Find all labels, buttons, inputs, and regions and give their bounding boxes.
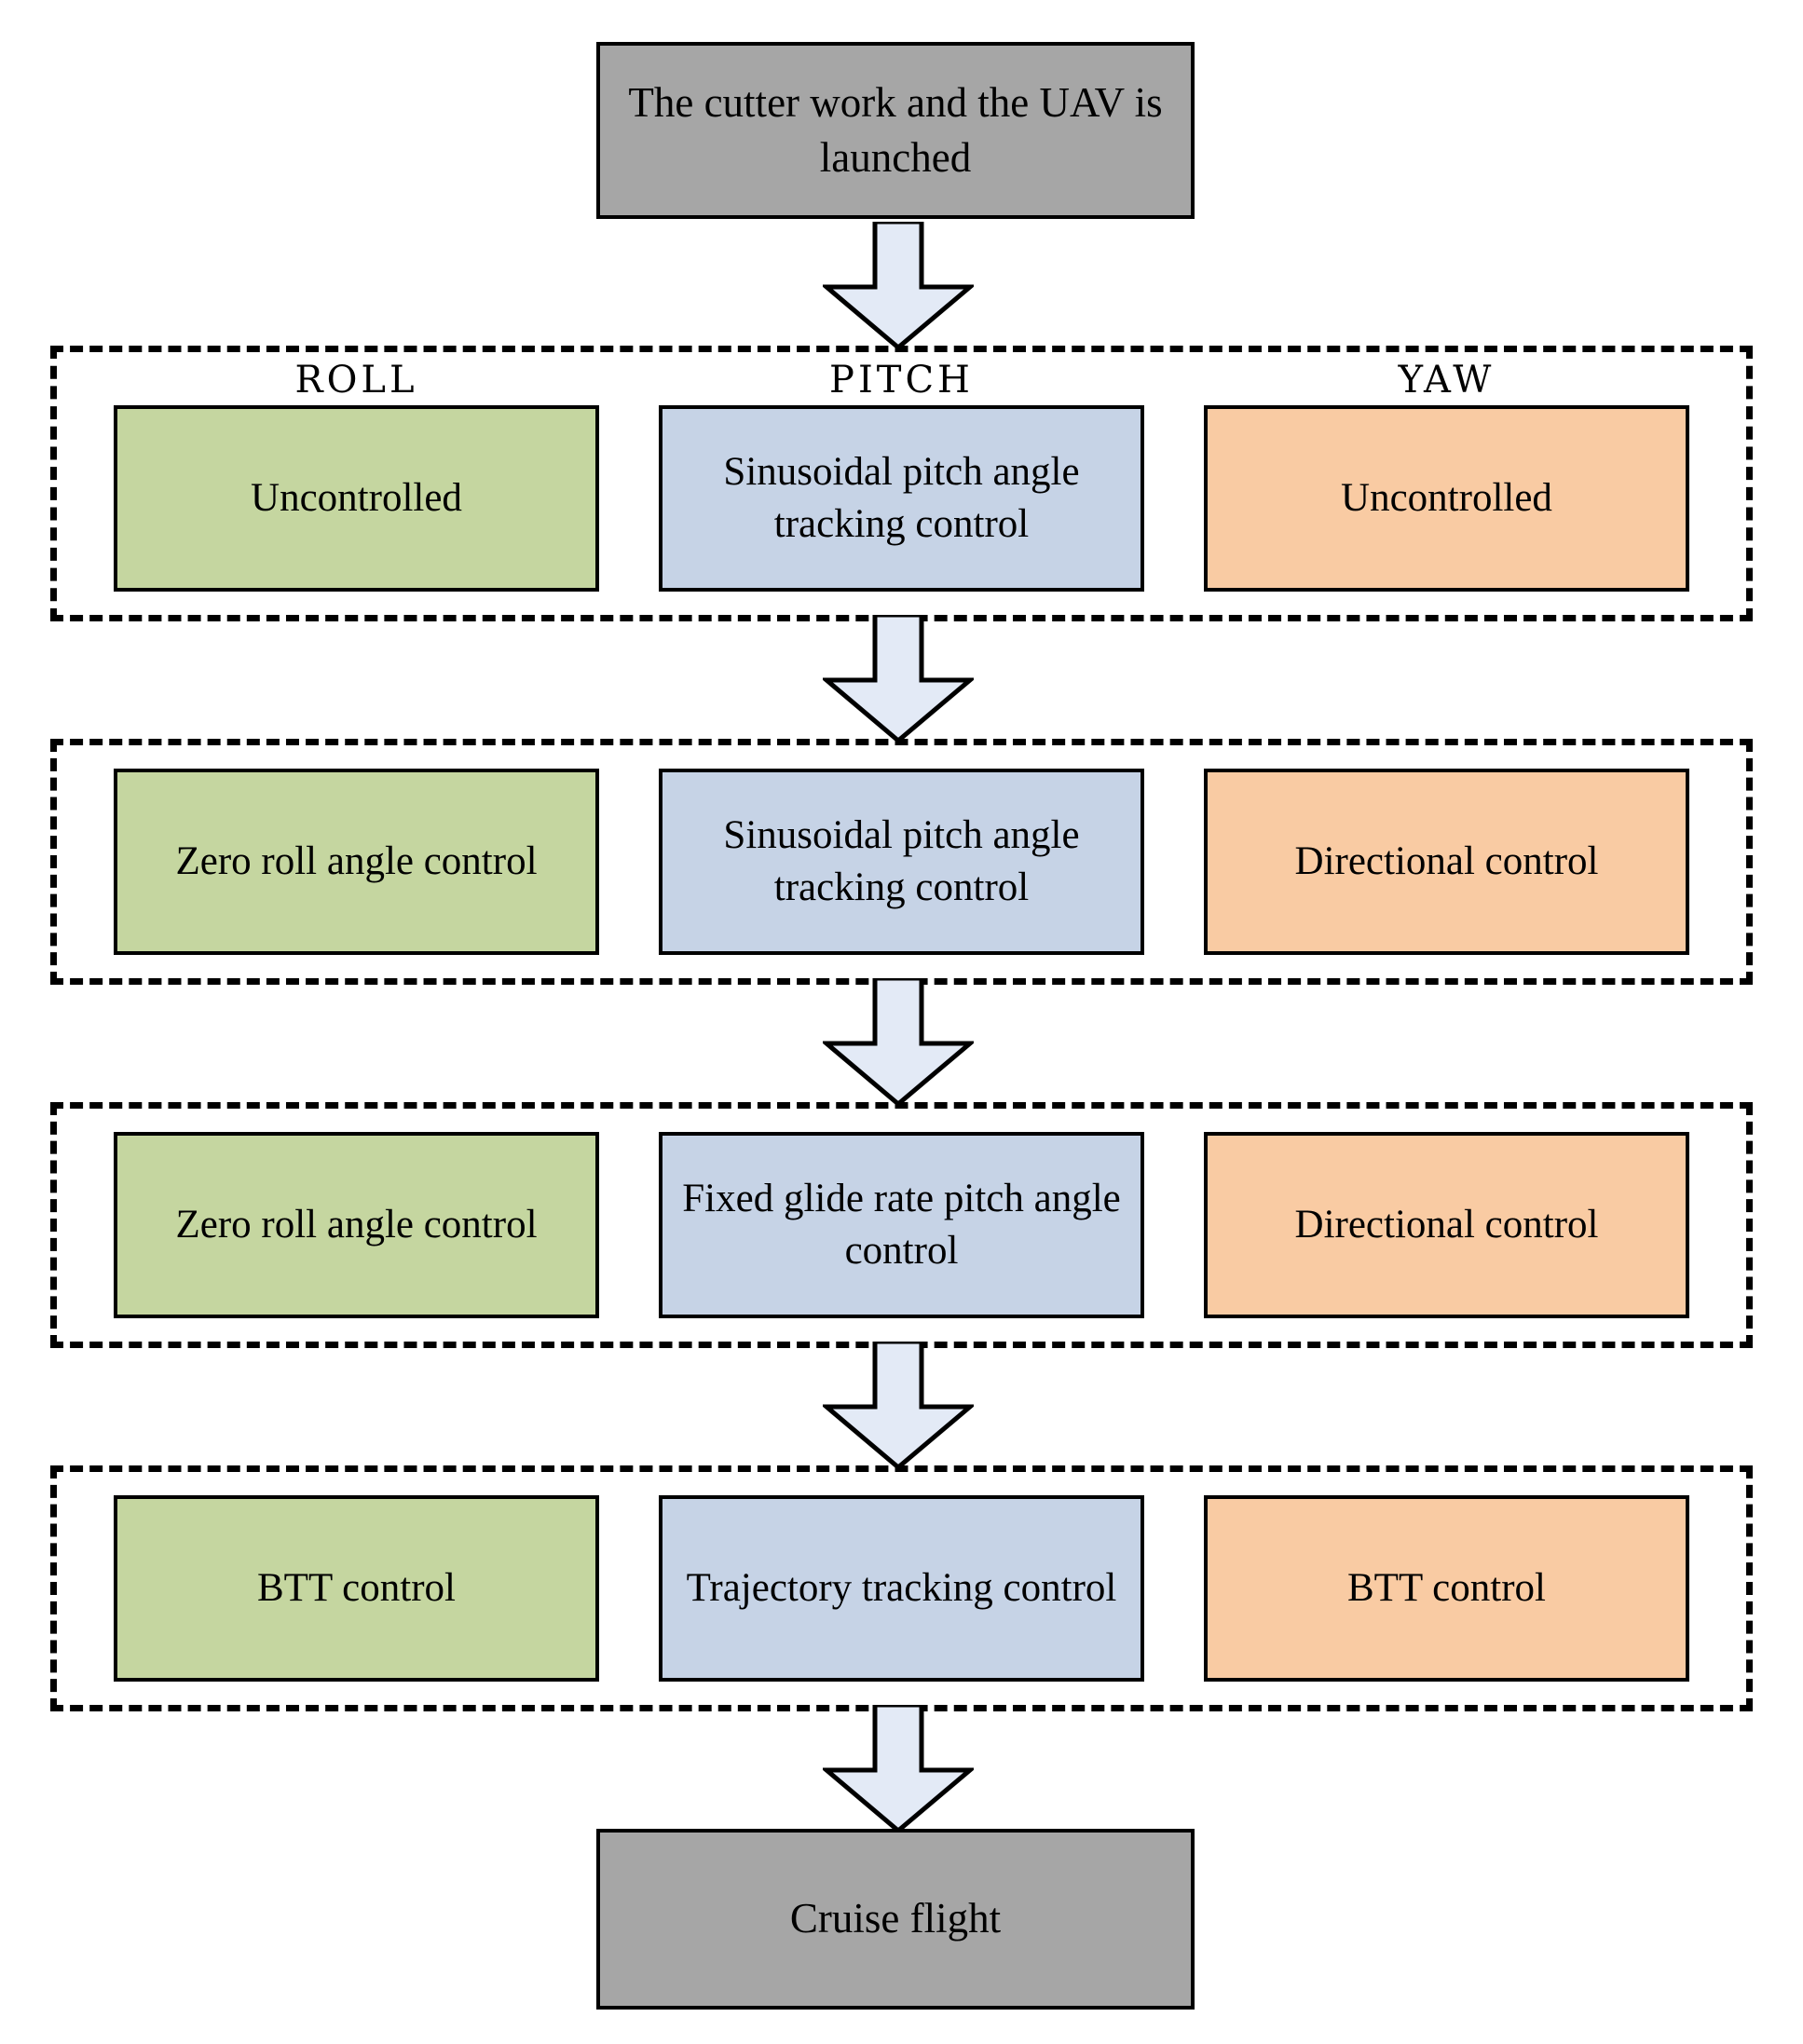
stage-3-roll-box: BTT control xyxy=(114,1495,599,1682)
stage-3-pitch-box: Trajectory tracking control xyxy=(659,1495,1144,1682)
stage-2-pitch-box: Fixed glide rate pitch angle control xyxy=(659,1132,1144,1318)
arrow-stage-0-to-stage-1 xyxy=(823,615,974,743)
stage-1-yaw-box: Directional control xyxy=(1204,769,1689,955)
axis-header-yaw: YAW xyxy=(1398,359,1496,402)
stage-0-yaw-box: Uncontrolled xyxy=(1204,405,1689,592)
stage-0-pitch-box: Sinusoidal pitch angle tracking control xyxy=(659,405,1144,592)
stage-3-yaw-box: BTT control xyxy=(1204,1495,1689,1682)
start-node: The cutter work and the UAV is launched xyxy=(596,42,1195,219)
stage-2-yaw-box: Directional control xyxy=(1204,1132,1689,1318)
arrow-start-to-stage-0 xyxy=(823,222,974,349)
arrow-stage-1-to-stage-2 xyxy=(823,978,974,1106)
axis-header-pitch: PITCH xyxy=(829,359,974,402)
end-node: Cruise flight xyxy=(596,1829,1195,2010)
stage-0-roll-box: Uncontrolled xyxy=(114,405,599,592)
arrow-stage-3-to-end xyxy=(823,1705,974,1833)
axis-header-roll: ROLL xyxy=(294,359,418,402)
stage-2-roll-box: Zero roll angle control xyxy=(114,1132,599,1318)
arrow-stage-2-to-stage-3 xyxy=(823,1342,974,1469)
stage-1-pitch-box: Sinusoidal pitch angle tracking control xyxy=(659,769,1144,955)
stage-1-roll-box: Zero roll angle control xyxy=(114,769,599,955)
